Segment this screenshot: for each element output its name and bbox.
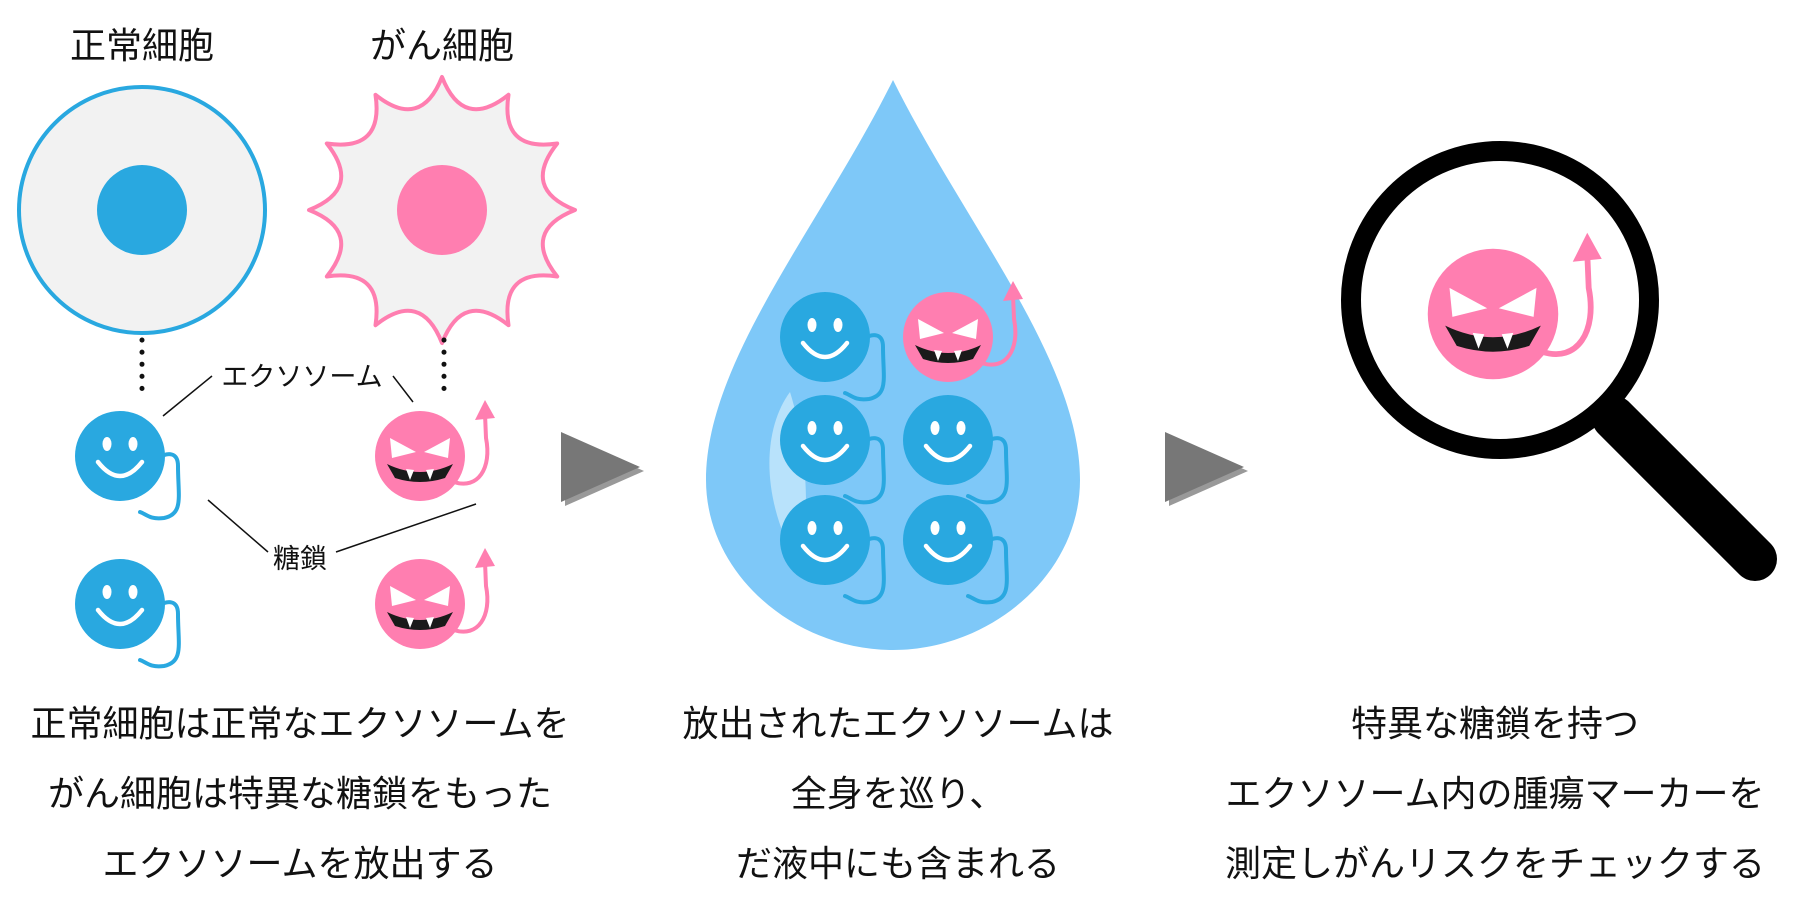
- cancer-cell-nucleus: [397, 165, 487, 255]
- cancer-cell-label: がん細胞: [370, 26, 514, 67]
- exosome-leader-right: [392, 375, 414, 403]
- caption-line: 特異な糖鎖を持つ: [1350, 704, 1639, 745]
- exosome-label: エクソソーム: [221, 362, 382, 393]
- caption-line: エクソソームを放出する: [102, 844, 498, 885]
- caption-line: エクソソーム内の腫瘍マーカーを: [1225, 774, 1765, 815]
- sugar-chain-label: 糖鎖: [273, 544, 327, 575]
- right-arrow-icon: [1165, 432, 1244, 502]
- caption-left: 正常細胞は正常なエクソソームを がん細胞は特異な糖鎖をもった エクソソームを放出…: [0, 690, 600, 900]
- normal-exosome: [75, 559, 179, 666]
- cancer-exosome: [373, 546, 497, 651]
- exosome-leader-left: [162, 375, 213, 417]
- caption-line: 正常細胞は正常なエクソソームを: [30, 704, 570, 745]
- caption-middle: 放出されたエクソソームは 全身を巡り、 だ液中にも含まれる: [648, 690, 1148, 900]
- normal-exosome: [75, 411, 179, 518]
- caption-line: だ液中にも含まれる: [735, 844, 1060, 885]
- right-arrow-icon: [561, 432, 640, 502]
- normal-cell-label: 正常細胞: [70, 26, 214, 67]
- sugar-chain-leader-left: [207, 499, 269, 553]
- saliva-drop: [706, 80, 1080, 650]
- caption-line: がん細胞は特異な糖鎖をもった: [47, 774, 552, 815]
- caption-line: 放出されたエクソソームは: [682, 704, 1114, 745]
- magnifier-handle: [1592, 396, 1777, 581]
- sugar-chain-leader-right: [335, 503, 477, 553]
- normal-cell-nucleus: [97, 165, 187, 255]
- caption-line: 全身を巡り、: [790, 774, 1006, 815]
- cancer-exosome: [373, 398, 497, 503]
- caption-right: 特異な糖鎖を持つ エクソソーム内の腫瘍マーカーを 測定しがんリスクをチェックする: [1195, 690, 1795, 900]
- caption-line: 測定しがんリスクをチェックする: [1224, 844, 1765, 885]
